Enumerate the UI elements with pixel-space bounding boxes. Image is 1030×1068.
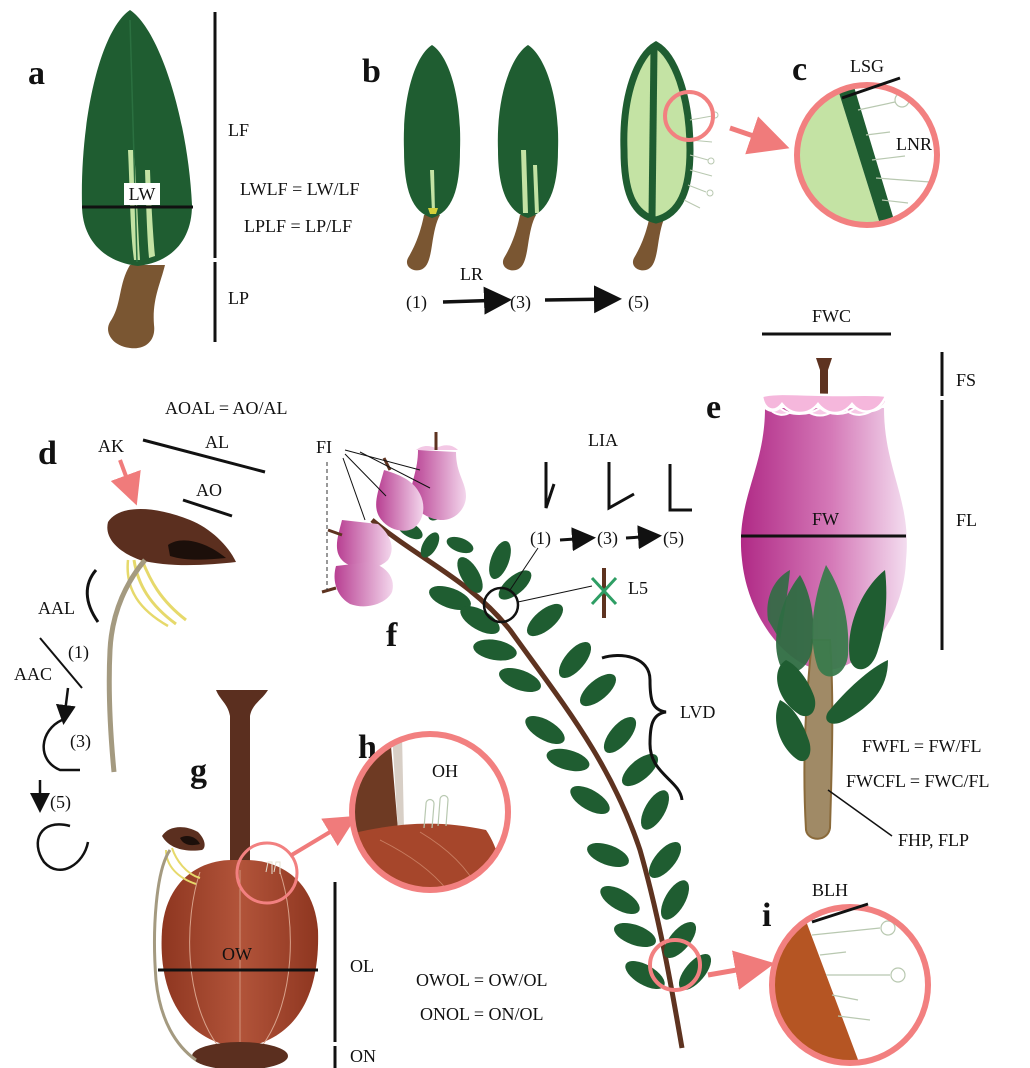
al-measure-line xyxy=(143,440,265,472)
lr-arrow-1 xyxy=(443,300,505,302)
aoal-equation: AOAL = AO/AL xyxy=(165,398,287,418)
branch-flowers xyxy=(322,432,466,606)
fwc-label: FWC xyxy=(812,306,851,326)
l5-whorl-icon xyxy=(592,568,616,618)
lr-stage-1: (1) xyxy=(406,292,427,313)
lf-label: LF xyxy=(228,120,249,140)
lr-arrow-2 xyxy=(545,299,615,300)
on-label: ON xyxy=(350,1046,376,1066)
anther-d xyxy=(107,509,236,772)
fwfl-equation: FWFL = FW/FL xyxy=(862,736,982,756)
oh-label: OH xyxy=(432,761,458,781)
ao-measure-line xyxy=(183,500,232,516)
panel-label-d: d xyxy=(38,435,57,472)
lia-angle-marks xyxy=(546,462,692,510)
panel-label-b: b xyxy=(362,53,381,90)
panel-label-f: f xyxy=(386,617,398,654)
panel-label-g: g xyxy=(190,753,207,790)
fw-label: FW xyxy=(812,509,839,529)
panel-i: i BLH xyxy=(762,880,930,1065)
fl-label: FL xyxy=(956,510,977,530)
lvd-label: LVD xyxy=(680,702,715,722)
lia-stage-5: (5) xyxy=(663,528,684,549)
lp-label: LP xyxy=(228,288,249,308)
panel-a: a LW LF LP LWLF = LW/LF LPLF = LP/LF xyxy=(28,10,359,348)
panel-label-e: e xyxy=(706,389,721,426)
owol-equation: OWOL = OW/OL xyxy=(416,970,547,990)
panel-g: g OW OL ON OWOL = OW/OL ONOL = ON/OL xyxy=(155,690,548,1068)
lwlf-equation: LWLF = LW/LF xyxy=(240,179,359,199)
ao-label: AO xyxy=(196,480,222,500)
aal-bracket xyxy=(87,570,98,622)
zoom-arrow-h xyxy=(290,820,350,856)
panel-b: b LR (1) (3 xyxy=(362,45,780,313)
lia-stage-1: (1) xyxy=(530,528,551,549)
aac-label: AAC xyxy=(14,664,52,684)
lia-stage-3: (3) xyxy=(597,528,618,549)
zoom-arrow-i xyxy=(708,965,765,975)
aac-stage-3: (3) xyxy=(70,731,91,752)
lia-label: LIA xyxy=(588,430,618,450)
lr-stage-3: (3) xyxy=(510,292,531,313)
lw-label: LW xyxy=(129,184,156,204)
leaf-stage-3 xyxy=(498,45,558,270)
leaf-stage-5 xyxy=(624,45,718,270)
leaf-a xyxy=(82,10,192,348)
zoom-arrow-c xyxy=(730,128,780,145)
panel-e: e FWC FS FL FW FWFL = FW/FL FWCFL = FWC/… xyxy=(706,306,990,850)
petiole-a xyxy=(108,265,165,348)
lnr-label: LNR xyxy=(896,134,932,154)
fhp-label: FHP, FLP xyxy=(898,830,969,850)
aal-label: AAL xyxy=(38,598,75,618)
ol-label: OL xyxy=(350,956,374,976)
lr-label: LR xyxy=(460,264,483,284)
panel-label-c: c xyxy=(792,51,807,88)
lr-stage-5: (5) xyxy=(628,292,649,313)
blh-label: BLH xyxy=(812,880,848,900)
flower-e xyxy=(741,358,907,839)
ow-label: OW xyxy=(222,944,252,964)
fhp-pointer xyxy=(828,790,892,836)
ak-arrow xyxy=(120,460,134,498)
l5-label: L5 xyxy=(628,578,648,598)
panel-label-i: i xyxy=(762,897,771,934)
leaf-stage-1 xyxy=(404,45,460,270)
fs-label: FS xyxy=(956,370,976,390)
fi-label: FI xyxy=(316,437,332,457)
lplf-equation: LPLF = LP/LF xyxy=(244,216,352,236)
panel-h: h OH xyxy=(350,729,510,894)
panel-c: c LSG LNR xyxy=(790,51,950,240)
aac-stage-5: (5) xyxy=(50,792,71,813)
fwcfl-equation: FWCFL = FWC/FL xyxy=(846,771,990,791)
onol-equation: ONOL = ON/OL xyxy=(420,1004,543,1024)
lsg-label: LSG xyxy=(850,56,884,76)
ak-label: AK xyxy=(98,436,124,456)
al-label: AL xyxy=(205,432,229,452)
panel-f: f xyxy=(316,430,765,1048)
panel-label-a: a xyxy=(28,55,45,92)
aac-stage-5-mark xyxy=(38,824,88,869)
aac-stage-1: (1) xyxy=(68,642,89,663)
